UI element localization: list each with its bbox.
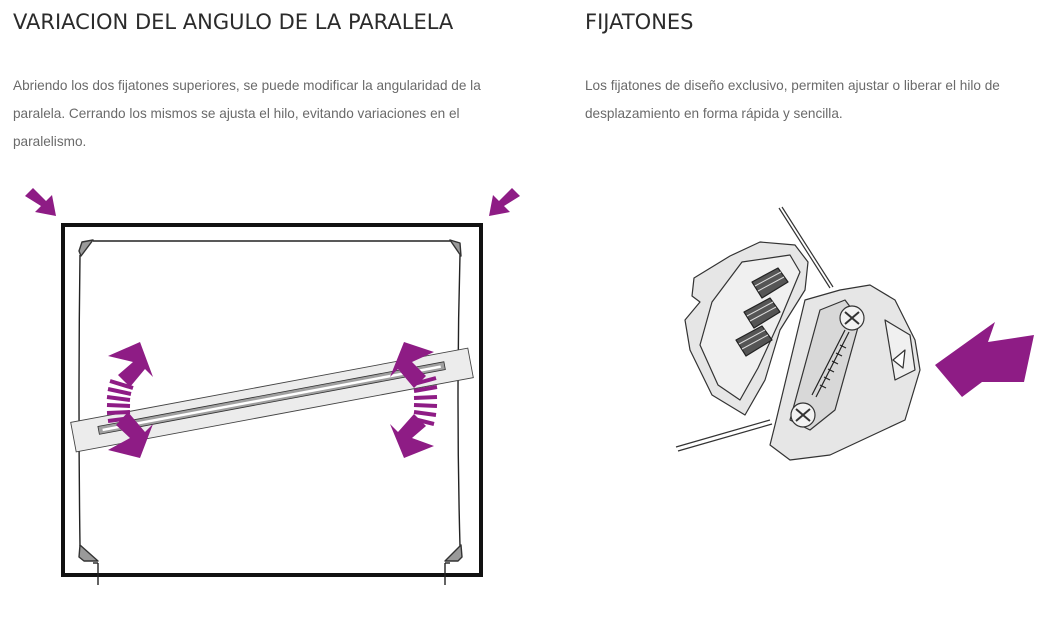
triangle-marker-icon — [892, 349, 906, 369]
board-frame — [61, 223, 483, 577]
pulley-bottom-left-icon — [78, 544, 99, 562]
corner-pulleys — [78, 239, 463, 562]
section-description: Los fijatones de diseño exclusivo, permi… — [585, 78, 1000, 121]
thread-line-top — [778, 207, 831, 289]
thread-line-bottom — [675, 419, 771, 448]
section-title: FIJATONES — [585, 10, 694, 34]
screw-icon — [790, 305, 865, 428]
fijaton-clamp-illustration — [675, 206, 1034, 461]
rotate-arrows-left-icon — [106, 342, 153, 458]
section-title: VARIACION DEL ANGULO DE LA PARALELA — [13, 10, 454, 34]
arrow-top-right-icon — [489, 188, 520, 216]
string-lines — [78, 240, 461, 585]
pulley-bottom-right-icon — [444, 544, 463, 562]
pulley-top-left-icon — [78, 239, 94, 257]
rotate-arrows-right-icon — [390, 342, 438, 458]
push-arrow-icon — [935, 322, 1034, 397]
section-description: Abriendo los dos fijatones superiores, s… — [13, 78, 481, 149]
pulley-top-right-icon — [449, 239, 462, 257]
arrow-top-left-icon — [25, 188, 56, 216]
parallel-ruler-angle-diagram — [25, 188, 520, 585]
parallel-ruler — [70, 347, 474, 453]
grip-ridges — [735, 267, 789, 357]
spring-teeth — [811, 329, 850, 398]
